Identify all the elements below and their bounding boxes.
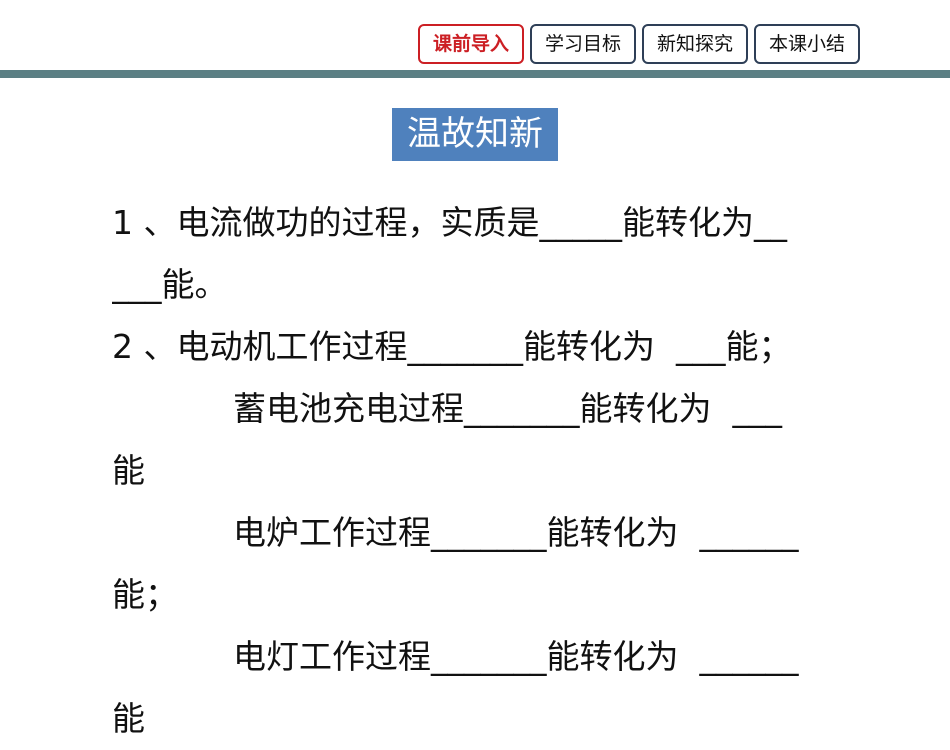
tab-learning-goals[interactable]: 学习目标 — [530, 24, 637, 64]
question-2-battery-line: 蓄电池充电过程_______能转化为 ___ — [233, 389, 782, 428]
question-1-line-2: ___能。 — [112, 265, 228, 304]
header-divider — [0, 70, 950, 78]
question-2-lamp-line: 电灯工作过程_______能转化为 ______ — [233, 637, 799, 676]
question-2-lamp-wrap: 能 — [112, 699, 145, 738]
tab-new-knowledge[interactable]: 新知探究 — [642, 24, 749, 64]
tab-lesson-intro[interactable]: 课前导入 — [418, 24, 525, 64]
section-title: 温故知新 — [392, 108, 558, 161]
top-navigation: 课前导入 学习目标 新知探究 本课小结 — [418, 24, 861, 64]
question-2-stove-wrap: 能； — [112, 575, 178, 614]
question-2-line-1: 2 、电动机工作过程_______能转化为 ___能； — [112, 327, 792, 366]
question-text: 1 、电流做功的过程，实质是_____能转化为__ ___能。 2 、电动机工作… — [112, 192, 872, 750]
question-1-line-1: 1 、电流做功的过程，实质是_____能转化为__ — [112, 203, 787, 242]
tab-lesson-summary[interactable]: 本课小结 — [754, 24, 861, 64]
question-2-stove-line: 电炉工作过程_______能转化为 ______ — [233, 513, 799, 552]
question-2-battery-wrap: 能 — [112, 451, 145, 490]
